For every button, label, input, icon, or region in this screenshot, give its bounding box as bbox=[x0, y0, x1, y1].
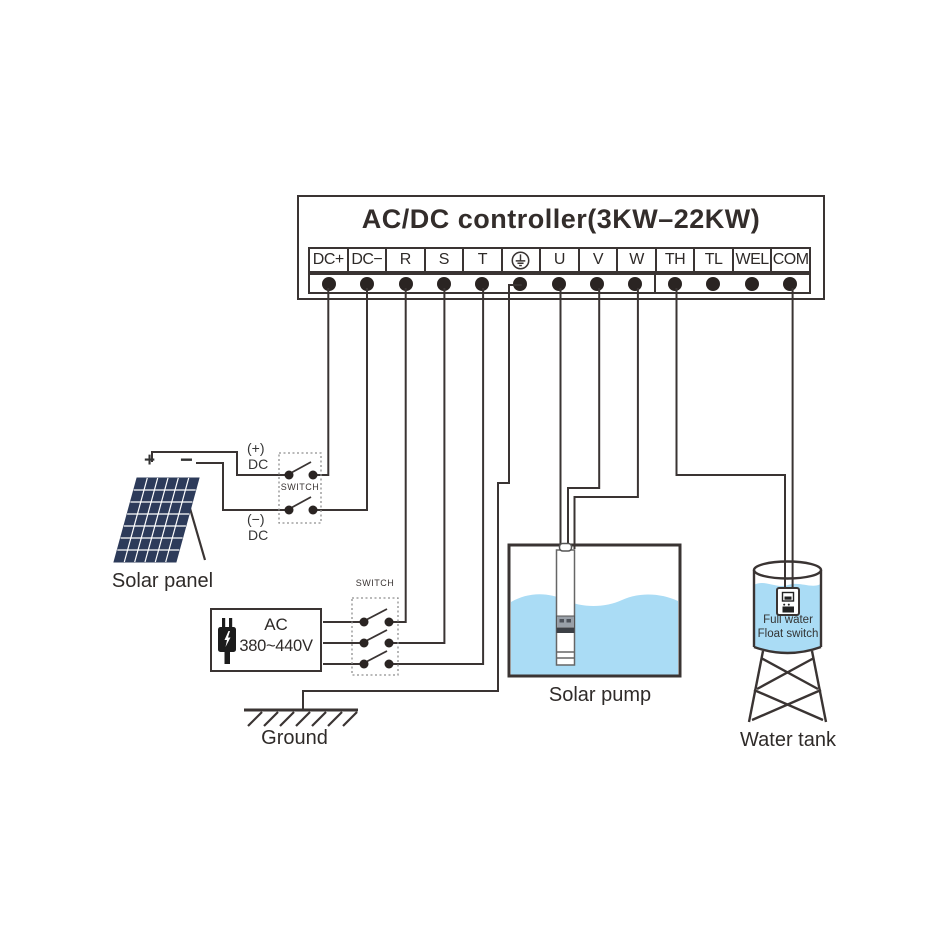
solar-minus-sign: − bbox=[180, 447, 193, 472]
terminal-dc-plus: DC+ bbox=[308, 247, 349, 273]
terminal-dot bbox=[706, 276, 721, 291]
terminal-dot bbox=[436, 276, 451, 291]
ground-label: Ground bbox=[261, 727, 328, 749]
terminal-dot bbox=[475, 276, 490, 291]
terminal-wel: WEL bbox=[731, 247, 773, 273]
terminal-dot bbox=[744, 276, 759, 291]
dc-positive-tag: (+) bbox=[247, 440, 265, 456]
terminal-r: R bbox=[385, 247, 426, 273]
wire-t bbox=[390, 288, 485, 665]
terminal-t: T bbox=[462, 247, 503, 273]
dc-switch-label: SWITCH bbox=[280, 482, 320, 492]
solar-plus-sign: + bbox=[144, 450, 156, 471]
tower-stand bbox=[747, 650, 828, 723]
wire-dc-minus bbox=[314, 288, 368, 511]
solar-panel-graphic bbox=[113, 477, 207, 563]
power-plug-icon bbox=[218, 618, 236, 664]
terminal-dot bbox=[782, 276, 797, 291]
terminal-v: V bbox=[577, 247, 619, 273]
ac-switch bbox=[351, 597, 399, 676]
solar-pump-graphic bbox=[555, 542, 576, 666]
terminal-label-row: DC+ DC− R S T U V W TH TL WEL COM bbox=[308, 247, 811, 273]
terminal-tl: TL bbox=[693, 247, 734, 273]
terminal-com: COM bbox=[770, 247, 811, 273]
water-tank-label: Water tank bbox=[740, 729, 836, 751]
float-switch-label-line2: Float switch bbox=[757, 628, 819, 640]
terminal-dot bbox=[322, 276, 337, 291]
wire-dc-plus bbox=[314, 288, 330, 476]
ground-symbol bbox=[244, 708, 358, 727]
terminal-th: TH bbox=[654, 247, 696, 273]
controller-title: AC/DC controller(3KW–22KW) bbox=[361, 204, 761, 234]
wire-v bbox=[567, 288, 601, 549]
terminal-s: S bbox=[423, 247, 465, 273]
terminal-dot bbox=[551, 276, 566, 291]
terminal-w: W bbox=[616, 247, 657, 273]
float-switch-label-line1: Full water bbox=[763, 614, 813, 626]
wire-w bbox=[573, 288, 639, 549]
terminal-dc-minus: DC− bbox=[346, 247, 388, 273]
terminal-dot bbox=[360, 276, 375, 291]
terminal-dot bbox=[668, 276, 683, 291]
water-tank-graphic bbox=[747, 560, 828, 723]
dc-negative-tag: (−) bbox=[247, 511, 265, 527]
terminal-dot bbox=[627, 276, 642, 291]
ac-source-name: AC bbox=[264, 615, 288, 634]
ac-switch-label: SWITCH bbox=[355, 578, 395, 588]
pump-tank-water bbox=[511, 594, 678, 675]
float-switch bbox=[776, 587, 800, 616]
wire-th bbox=[675, 288, 786, 590]
solar-panel-label: Solar panel bbox=[111, 570, 214, 592]
earth-ground-icon bbox=[511, 251, 530, 269]
wire-solar-minus bbox=[196, 462, 286, 511]
wire-earth bbox=[302, 284, 522, 709]
terminal-u: U bbox=[539, 247, 580, 273]
terminal-dot bbox=[589, 276, 604, 291]
wire-r bbox=[390, 288, 407, 623]
ac-source-box: AC 380~440V bbox=[210, 608, 322, 672]
dc-negative-tag2: DC bbox=[248, 527, 269, 543]
controller-box: AC/DC controller(3KW–22KW) DC+ DC− R S T… bbox=[297, 195, 825, 300]
ac-source-voltage: 380~440V bbox=[239, 637, 313, 655]
dc-positive-tag2: DC bbox=[248, 456, 269, 472]
wire-s bbox=[390, 288, 446, 644]
terminal-dot-strip bbox=[308, 273, 811, 294]
terminal-dot bbox=[513, 276, 528, 291]
terminal-earth bbox=[500, 247, 542, 273]
pump-tank-graphic bbox=[507, 543, 682, 678]
terminal-dot bbox=[398, 276, 413, 291]
solar-pump-label: Solar pump bbox=[548, 684, 652, 706]
